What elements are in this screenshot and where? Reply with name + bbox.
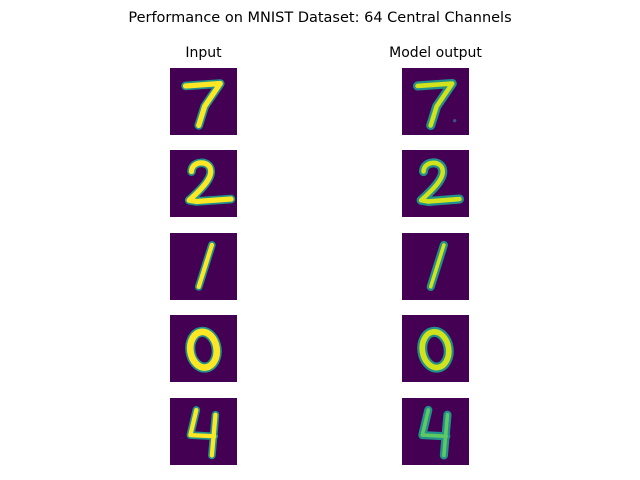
output-image-digit-2-svg bbox=[416, 158, 464, 206]
output-image-digit-4 bbox=[402, 398, 469, 465]
output-image-digit-0 bbox=[402, 315, 469, 382]
input-image-digit-1-svg bbox=[194, 241, 216, 291]
output-column-title: Model output bbox=[389, 45, 482, 61]
input-column-title: Input bbox=[185, 45, 222, 61]
input-image-digit-1 bbox=[170, 233, 237, 300]
input-image-digit-2 bbox=[170, 150, 237, 217]
output-image-digit-2 bbox=[402, 150, 469, 217]
output-image-digit-7-svg bbox=[413, 79, 457, 130]
output-image-digit-0-svg bbox=[417, 326, 454, 373]
output-image-digit-4-svg bbox=[418, 405, 452, 460]
output-image-digit-7 bbox=[402, 68, 469, 135]
input-image-digit-2-svg bbox=[184, 158, 236, 206]
input-image-digit-7 bbox=[170, 68, 237, 135]
figure-title: Performance on MNIST Dataset: 64 Central… bbox=[128, 10, 512, 26]
input-image-digit-7-svg bbox=[181, 79, 225, 130]
input-image-digit-4 bbox=[170, 398, 237, 465]
input-image-digit-4-svg bbox=[186, 406, 220, 460]
output-image-digit-1 bbox=[402, 233, 469, 300]
input-image-digit-0-svg bbox=[185, 326, 222, 373]
input-image-digit-0 bbox=[170, 315, 237, 382]
output-image-digit-1-svg bbox=[426, 240, 448, 291]
